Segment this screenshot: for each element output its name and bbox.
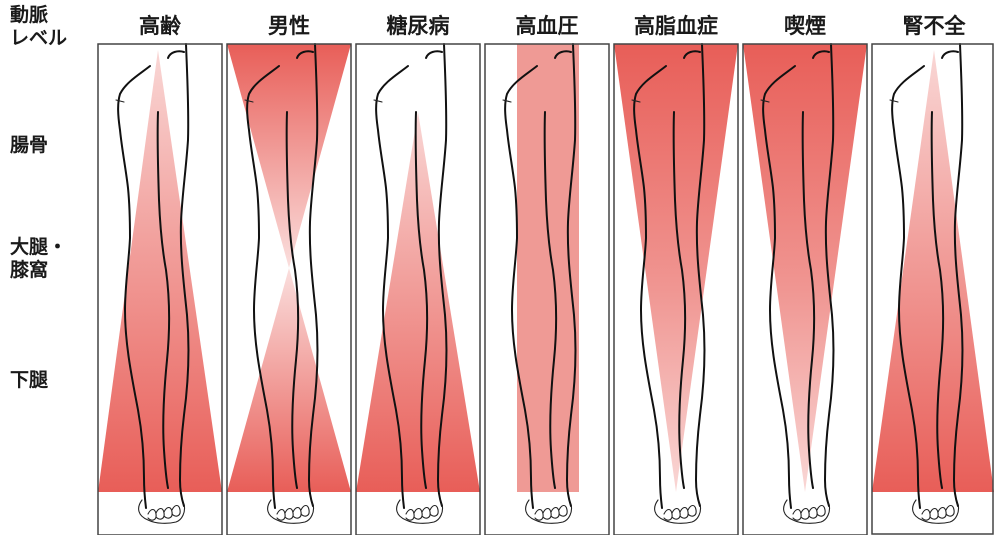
panel-hypertension — [485, 44, 609, 535]
panel-male — [227, 44, 351, 535]
panel-smoking — [743, 44, 867, 535]
panel-hyperlipidemia — [614, 44, 738, 535]
panel-age — [98, 44, 222, 535]
panel-renal-failure — [872, 44, 994, 535]
panel-diabetes — [356, 44, 480, 535]
